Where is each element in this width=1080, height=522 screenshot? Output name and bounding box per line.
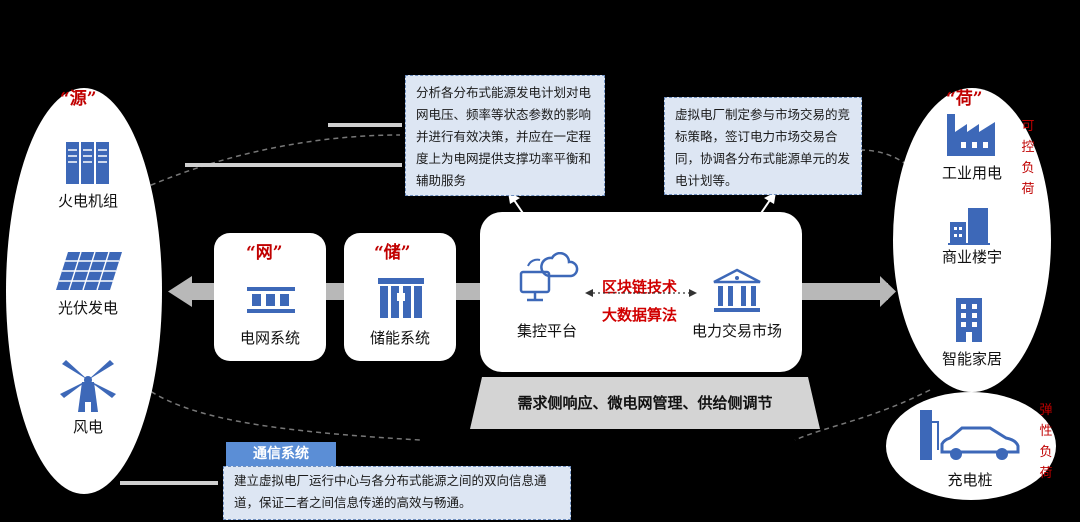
server-rack-icon <box>66 142 109 184</box>
bidirectional-arrow-icon <box>585 289 697 297</box>
bidding-note: 虚拟电厂制定参与市场交易的竞标策略，签订电力市场交易合同，协调各分布式能源单元的… <box>664 97 862 195</box>
windmill-icon <box>60 360 116 412</box>
charging-pile-label: 充电桩 <box>947 471 993 489</box>
industrial-power-label: 工业用电 <box>941 164 1002 182</box>
smart-home-label: 智能家居 <box>941 350 1002 368</box>
central-control-label: 集控平台 <box>516 322 577 340</box>
grid-tag: “网” <box>246 243 283 263</box>
comm-system-title: 通信系统 <box>226 442 336 466</box>
market-building-icon <box>713 268 761 312</box>
solar-power-label: 光伏发电 <box>57 299 118 317</box>
bottom-trapezoid <box>470 377 820 429</box>
big-data-label: 大数据算法 <box>602 306 678 324</box>
demand-response-label: 需求侧响应、微电网管理、供给侧调节 <box>517 394 773 412</box>
office-building-icon <box>948 208 990 245</box>
comm-system-note: 建立虚拟电厂运行中心与各分布式能源之间的双向信息通道，保证二者之间信息传递的高效… <box>223 466 571 520</box>
factory-icon <box>947 114 995 156</box>
solar-panel-icon <box>56 251 122 291</box>
decision-note: 分析各分布式能源发电计划对电网电压、频率等状态参数的影响并进行有效决策，并应在一… <box>405 75 605 196</box>
grid-network-icon <box>247 287 295 313</box>
source-tag: “源” <box>60 89 97 109</box>
up-arrow-left <box>508 192 549 251</box>
cloud-computer-icon <box>519 252 579 302</box>
flexible-load-label: 弹性负荷 <box>1039 403 1053 481</box>
blockchain-tech-label: 区块链技术 <box>602 278 678 296</box>
battery-storage-icon <box>378 278 424 318</box>
storage-tag: “储” <box>374 243 411 263</box>
smart-home-icon <box>956 298 982 342</box>
wind-power-label: 风电 <box>72 418 103 436</box>
controllable-load-label: 可控负荷 <box>1021 119 1035 197</box>
charging-pile-icon <box>920 410 1020 460</box>
commercial-building-label: 商业楼宇 <box>941 248 1002 266</box>
storage-system-label: 储能系统 <box>369 329 430 347</box>
up-arrow-right <box>735 192 776 251</box>
load-tag: “荷” <box>946 89 983 109</box>
grid-system-label: 电网系统 <box>239 329 300 347</box>
thermal-power-label: 火电机组 <box>57 192 118 210</box>
flexible-load-oval <box>886 392 1056 500</box>
power-market-label: 电力交易市场 <box>691 322 782 340</box>
